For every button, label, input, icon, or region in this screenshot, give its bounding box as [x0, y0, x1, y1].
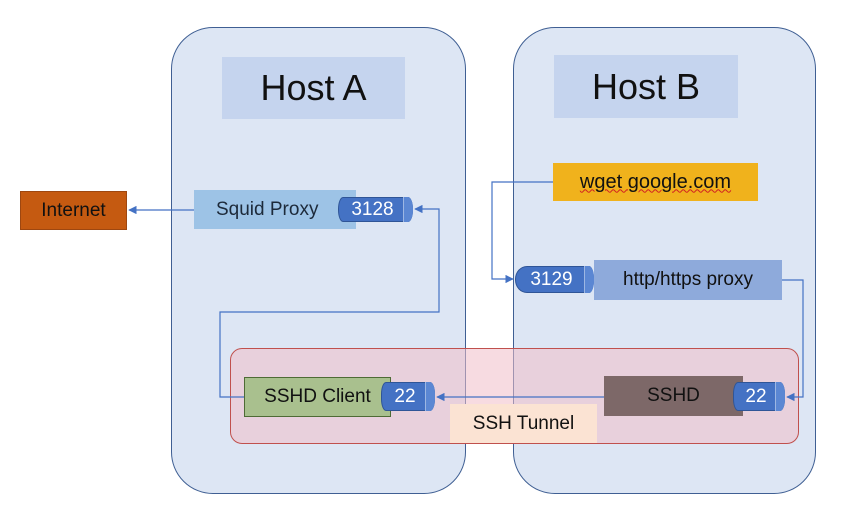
sshd-client-port-22: 22 — [381, 382, 435, 411]
sshd-port-22: 22 — [733, 382, 785, 411]
wget-to-proxy-arrow — [491, 181, 553, 284]
sshd-node: SSHD — [604, 376, 743, 416]
sshd-port-label: 22 — [745, 385, 767, 407]
wget-command-node: wget google.com — [553, 163, 758, 201]
proxy-to-sshd-arrow — [782, 279, 804, 402]
squid-proxy-label: Squid Proxy — [216, 198, 319, 220]
proxy-port-3129: 3129 — [515, 266, 594, 293]
host-b-title: Host B — [554, 55, 738, 118]
client-to-squid-arrow — [219, 204, 440, 398]
sshd-client-node: SSHD Client — [244, 377, 391, 417]
squid-proxy-node: Squid Proxy — [194, 190, 356, 229]
http-proxy-node: http/https proxy — [594, 260, 782, 300]
squid-port-3128: 3128 — [338, 197, 413, 222]
sshd-client-port-label: 22 — [394, 385, 416, 407]
http-proxy-label: http/https proxy — [623, 269, 753, 290]
proxy-port-label: 3129 — [530, 268, 573, 290]
internet-node: Internet — [20, 191, 127, 230]
wget-command-label: wget google.com — [579, 170, 732, 193]
squid-port-label: 3128 — [351, 198, 394, 220]
host-a-title: Host A — [222, 57, 405, 119]
sshd-client-label: SSHD Client — [264, 386, 371, 407]
sshd-label: SSHD — [647, 385, 700, 406]
ssh-tunnel-label: SSH Tunnel — [450, 404, 597, 443]
